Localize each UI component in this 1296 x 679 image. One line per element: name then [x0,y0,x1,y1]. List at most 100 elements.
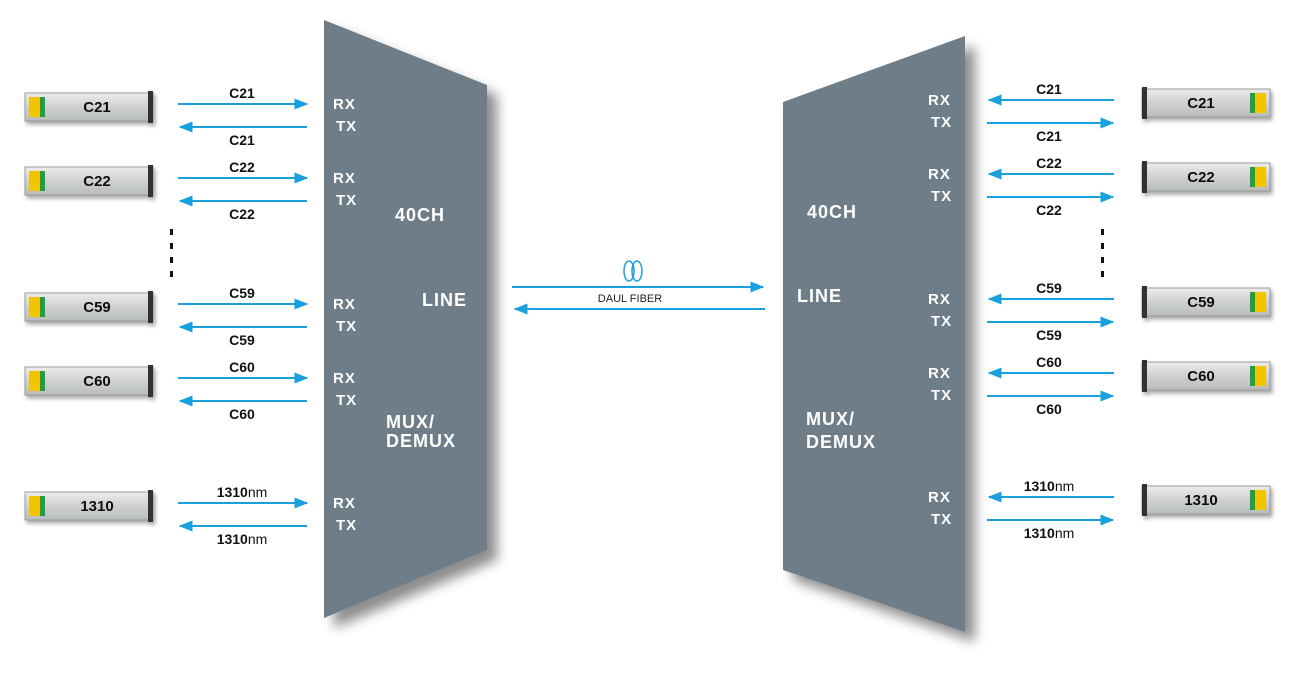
status-stripe [1250,167,1255,187]
right-lower-channel-label: C59 [1036,327,1062,343]
status-stripe [1250,292,1255,312]
right-tx-port-label: TX [931,188,952,205]
connector-icon [29,297,40,317]
right-transceiver-module: 1310 [1141,484,1271,516]
left-mux-type-label-1: MUX/ [386,412,435,432]
connector-icon [1255,292,1266,312]
right-mux-line-label: LINE [797,286,842,306]
right-transceiver-module: C60 [1141,360,1271,392]
right-rx-port-label: RX [928,92,951,109]
module-end-cap [148,291,153,323]
left-rx-port-label: RX [333,96,356,113]
left-lower-channel-label: C60 [229,406,255,422]
connector-icon [29,97,40,117]
left-transceiver-module: C60 [24,365,154,397]
right-tx-port-label: TX [931,511,952,528]
fiber-coil-icon [623,260,643,282]
status-stripe [40,496,45,516]
module-end-cap [148,91,153,123]
left-upper-channel-label: C59 [229,285,255,301]
status-stripe [1250,93,1255,113]
left-tx-port-label: TX [336,192,357,209]
left-upper-channel-label: C60 [229,359,255,375]
module-label: C60 [1187,368,1215,385]
right-rx-port-label: RX [928,365,951,382]
module-label: C21 [1187,95,1215,112]
module-label: C59 [83,299,111,316]
module-end-cap [1142,484,1147,516]
right-lower-channel-label: C60 [1036,401,1062,417]
left-mux-body [324,20,487,618]
left-lower-channel-label: 1310nm [217,531,268,547]
left-transceiver-module: C59 [24,291,154,323]
right-rx-port-label: RX [928,291,951,308]
module-end-cap [148,365,153,397]
left-upper-channel-label: C22 [229,159,255,175]
left-transceiver-module: 1310 [24,490,154,522]
left-mux-title: 40CH [395,205,445,225]
right-lower-channel-label: C21 [1036,128,1062,144]
left-channel-rows: C21C21C21RXTXC22C22C22RXTXC59C59C59RXTXC… [24,85,357,547]
module-end-cap [1142,87,1147,119]
module-end-cap [148,490,153,522]
right-channel-rows: C21C21C21RXTXC22C22C22RXTXC59C59C59RXTXC… [928,81,1271,541]
module-label: 1310 [80,498,113,515]
module-end-cap [148,165,153,197]
left-rx-port-label: RX [333,170,356,187]
right-transceiver-module: C21 [1141,87,1271,119]
module-end-cap [1142,360,1147,392]
right-upper-channel-label: C60 [1036,354,1062,370]
connector-icon [29,496,40,516]
status-stripe [40,297,45,317]
left-ellipsis-dots [170,229,173,277]
left-rx-port-label: RX [333,370,356,387]
right-tx-port-label: TX [931,313,952,330]
module-label: 1310 [1184,492,1217,509]
right-rx-port-label: RX [928,489,951,506]
status-stripe [40,371,45,391]
status-stripe [40,97,45,117]
module-label: C21 [83,99,111,116]
left-lower-channel-label: C22 [229,206,255,222]
left-upper-channel-label: 1310nm [217,484,268,500]
connector-icon [1255,93,1266,113]
left-tx-port-label: TX [336,318,357,335]
right-upper-channel-label: C22 [1036,155,1062,171]
right-transceiver-module: C22 [1141,161,1271,193]
left-mux-type-label-2: DEMUX [386,431,456,451]
right-lower-channel-label: 1310nm [1024,525,1075,541]
left-tx-port-label: TX [336,517,357,534]
right-upper-channel-label: C59 [1036,280,1062,296]
connector-icon [29,371,40,391]
status-stripe [40,171,45,191]
module-end-cap [1142,286,1147,318]
left-lower-channel-label: C21 [229,132,255,148]
connector-icon [1255,167,1266,187]
fiber-label: DAUL FIBER [598,293,662,305]
right-mux-type-label-2: DEMUX [806,432,876,452]
right-ellipsis-dots [1101,229,1104,277]
module-label: C59 [1187,294,1215,311]
left-mux-line-label: LINE [422,290,467,310]
left-tx-port-label: TX [336,392,357,409]
status-stripe [1250,490,1255,510]
connector-icon [1255,490,1266,510]
module-end-cap [1142,161,1147,193]
left-lower-channel-label: C59 [229,332,255,348]
connector-icon [1255,366,1266,386]
left-upper-channel-label: C21 [229,85,255,101]
right-tx-port-label: TX [931,387,952,404]
right-transceiver-module: C59 [1141,286,1271,318]
right-upper-channel-label: C21 [1036,81,1062,97]
right-lower-channel-label: C22 [1036,202,1062,218]
right-mux-title: 40CH [807,202,857,222]
